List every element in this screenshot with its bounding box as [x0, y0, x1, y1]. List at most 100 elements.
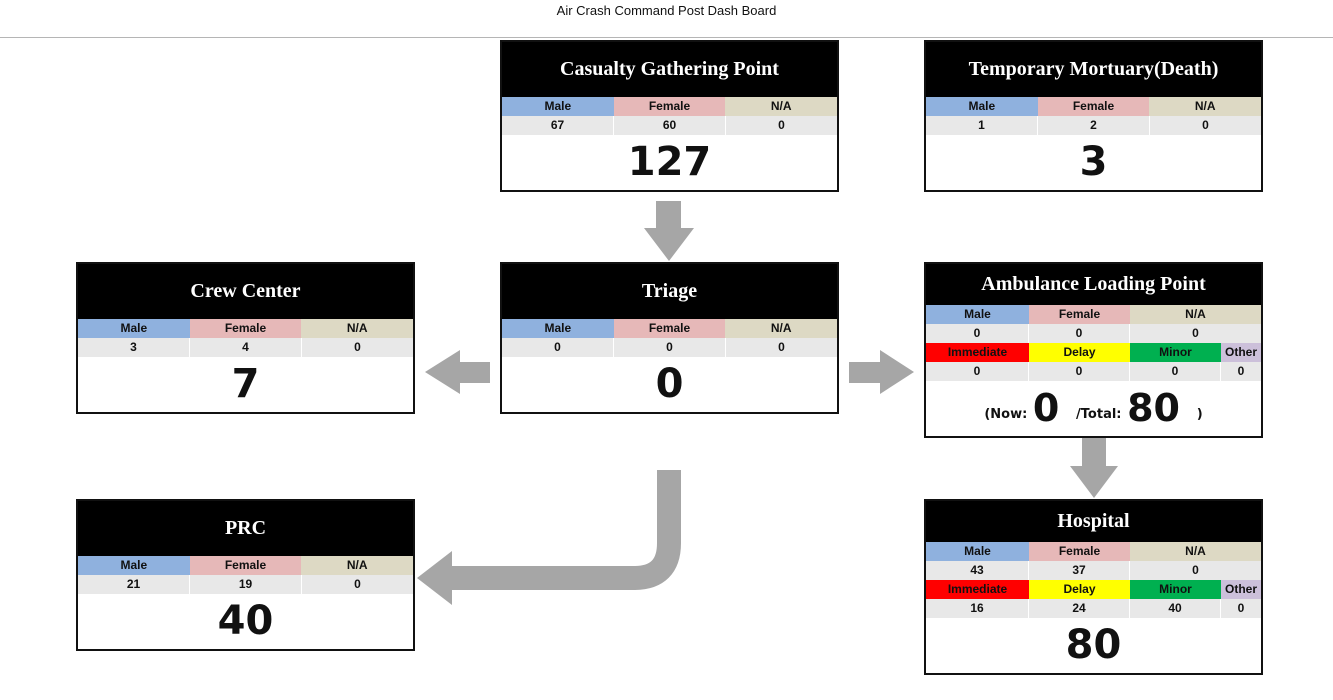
immediate-count: 0: [926, 362, 1029, 381]
total-count: 80: [1127, 386, 1180, 430]
na-count: 0: [1202, 118, 1209, 132]
male-header: Male: [78, 319, 190, 338]
na-count: 0: [778, 118, 785, 132]
total-count: 127: [627, 139, 712, 185]
prc-card: PRC Male Female N/A 21 19 0 40: [76, 499, 415, 651]
gender-value-row: 0 0 0: [926, 324, 1261, 343]
card-title: Hospital: [926, 501, 1261, 542]
na-count: 0: [354, 340, 361, 354]
other-header: Other: [1221, 343, 1261, 362]
female-header: Female: [189, 319, 302, 338]
na-header: N/A: [1130, 542, 1261, 561]
female-count: 4: [190, 338, 302, 357]
total-count: 7: [231, 361, 260, 407]
other-count: 0: [1237, 364, 1245, 378]
hospital-card: Hospital Male Female N/A 43 37 0 Immedia…: [924, 499, 1263, 675]
female-header: Female: [613, 319, 726, 338]
male-count: 0: [502, 338, 614, 357]
gender-header-row: Male Female N/A: [926, 97, 1262, 116]
female-count: 0: [614, 338, 726, 357]
delay-count: 24: [1029, 599, 1130, 618]
male-header: Male: [926, 305, 1029, 324]
total-count: 0: [655, 361, 684, 407]
female-count: 60: [614, 116, 726, 135]
immediate-header: Immediate: [926, 580, 1029, 599]
page-title: Air Crash Command Post Dash Board: [556, 3, 777, 18]
minor-header: Minor: [1130, 580, 1221, 599]
other-header: Other: [1221, 580, 1261, 599]
total-count: 3: [1079, 139, 1108, 185]
na-header: N/A: [1149, 97, 1262, 116]
delay-header: Delay: [1029, 343, 1130, 362]
immediate-header: Immediate: [926, 343, 1029, 362]
triage-card: Triage Male Female N/A 0 0 0 0: [500, 262, 839, 414]
arrow-casualty-to-triage: [644, 201, 694, 261]
triage-header-row: Immediate Delay Minor Other: [926, 580, 1261, 599]
gender-header-row: Male Female N/A: [78, 556, 414, 575]
triage-value-row: 0 0 0 0: [926, 362, 1261, 381]
male-header: Male: [926, 97, 1038, 116]
card-title: Temporary Mortuary(Death): [926, 42, 1261, 97]
na-count: 0: [354, 577, 361, 591]
male-count: 1: [926, 116, 1038, 135]
triage-header-row: Immediate Delay Minor Other: [926, 343, 1261, 362]
card-title: Casualty Gathering Point: [502, 42, 837, 97]
na-header: N/A: [725, 97, 838, 116]
minor-count: 40: [1130, 599, 1221, 618]
arrow-ambulance-to-hospital: [1070, 438, 1118, 498]
total-count: 40: [217, 598, 274, 644]
delay-count: 0: [1029, 362, 1130, 381]
gender-header-row: Male Female N/A: [502, 97, 838, 116]
ambulance-loading-point-card: Ambulance Loading Point Male Female N/A …: [924, 262, 1263, 438]
male-count: 43: [926, 561, 1029, 580]
gender-value-row: 0 0 0: [502, 338, 837, 357]
na-header: N/A: [301, 556, 414, 575]
card-title: Triage: [502, 264, 837, 319]
immediate-count: 16: [926, 599, 1029, 618]
male-header: Male: [78, 556, 190, 575]
na-header: N/A: [725, 319, 838, 338]
gender-value-row: 43 37 0: [926, 561, 1261, 580]
arrow-triage-to-ambulance: [849, 350, 914, 394]
minor-header: Minor: [1130, 343, 1221, 362]
female-header: Female: [1037, 97, 1150, 116]
female-count: 19: [190, 575, 302, 594]
arrow-triage-to-crew: [425, 350, 490, 394]
other-count: 0: [1237, 601, 1245, 615]
male-header: Male: [502, 319, 614, 338]
gender-header-row: Male Female N/A: [502, 319, 838, 338]
gender-value-row: 1 2 0: [926, 116, 1261, 135]
gender-header-row: Male Female N/A: [78, 319, 414, 338]
na-count: 0: [1192, 326, 1199, 340]
arrow-triage-to-prc: [450, 470, 681, 590]
female-header: Female: [189, 556, 302, 575]
male-count: 21: [78, 575, 190, 594]
female-header: Female: [1029, 542, 1130, 561]
card-title: Ambulance Loading Point: [926, 264, 1261, 305]
temporary-mortuary-card: Temporary Mortuary(Death) Male Female N/…: [924, 40, 1263, 192]
header-bar: Air Crash Command Post Dash Board: [0, 0, 1333, 38]
delay-header: Delay: [1029, 580, 1130, 599]
now-total-summary: (Now: 0 /Total: 80 ): [926, 381, 1261, 436]
male-count: 67: [502, 116, 614, 135]
casualty-gathering-point-card: Casualty Gathering Point Male Female N/A…: [500, 40, 839, 192]
female-count: 0: [1029, 324, 1130, 343]
triage-value-row: 16 24 40 0: [926, 599, 1261, 618]
gender-value-row: 67 60 0: [502, 116, 837, 135]
gender-value-row: 3 4 0: [78, 338, 413, 357]
card-title: PRC: [78, 501, 413, 556]
gender-value-row: 21 19 0: [78, 575, 413, 594]
close-paren: ): [1196, 407, 1203, 422]
minor-count: 0: [1130, 362, 1221, 381]
na-count: 0: [778, 340, 785, 354]
na-header: N/A: [1130, 305, 1261, 324]
crew-center-card: Crew Center Male Female N/A 3 4 0 7: [76, 262, 415, 414]
total-label: /Total:: [1076, 407, 1122, 422]
male-header: Male: [502, 97, 614, 116]
now-label: (Now:: [984, 407, 1028, 422]
female-count: 2: [1038, 116, 1150, 135]
now-count: 0: [1032, 386, 1060, 430]
male-count: 0: [926, 324, 1029, 343]
male-header: Male: [926, 542, 1029, 561]
